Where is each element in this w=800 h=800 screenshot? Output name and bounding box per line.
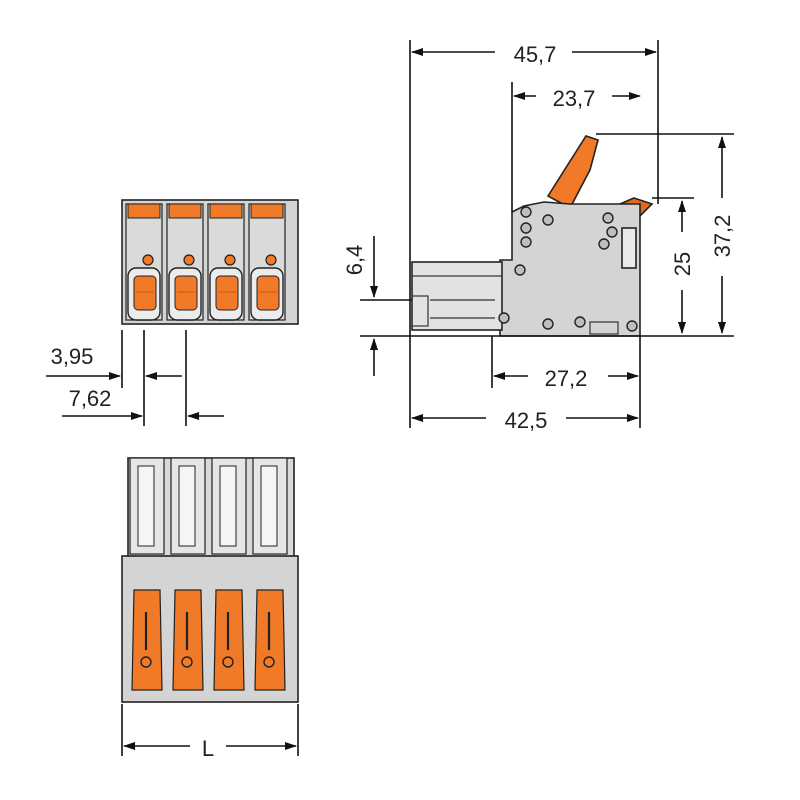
front-pole-lever <box>209 203 243 219</box>
front-pole-clamp <box>174 275 198 311</box>
top-pole-slot-inner <box>219 465 237 547</box>
top-pole-lever-hole <box>222 656 234 668</box>
front-pole-lever <box>168 203 202 219</box>
dim-label-42-5: 42,5 <box>505 408 548 433</box>
side-view-hole <box>598 238 610 250</box>
side-view-hole <box>626 320 638 332</box>
top-view-poles <box>129 457 288 691</box>
side-view-hole <box>606 226 618 238</box>
side-view-body <box>499 201 641 337</box>
dim-label-23-7: 23,7 <box>553 86 596 111</box>
front-pole-test-hole <box>183 254 195 266</box>
dim-label-25: 25 <box>670 252 695 276</box>
top-pole-lever-hole <box>140 656 152 668</box>
front-pole-clamp <box>215 275 239 311</box>
front-pole-clamp <box>133 275 157 311</box>
side-view-latch <box>621 227 637 269</box>
side-view-hole <box>514 264 526 276</box>
top-view <box>121 457 299 703</box>
side-view-hole <box>520 222 532 234</box>
top-pole-lever-hole <box>263 656 275 668</box>
front-pole-lever <box>250 203 284 219</box>
side-view-hole <box>520 206 532 218</box>
front-pole-test-hole <box>265 254 277 266</box>
dim-label-45-7: 45,7 <box>514 42 557 67</box>
dim-label-3-95: 3,95 <box>51 344 94 369</box>
front-view <box>121 199 299 325</box>
top-pole-slot-inner <box>260 465 278 547</box>
top-pole-lever-hole <box>181 656 193 668</box>
top-pole-slot-inner <box>178 465 196 547</box>
front-pole-test-hole <box>224 254 236 266</box>
side-view-hole <box>602 212 614 224</box>
top-pole-slot-inner <box>137 465 155 547</box>
side-view-hole <box>542 214 554 226</box>
dim-label-37-2: 37,2 <box>710 215 735 258</box>
side-view-foot <box>589 321 619 335</box>
dimension-lines: 45,7 23,7 37,2 25 6,4 27,2 42,5 3,95 7,6 <box>46 40 735 761</box>
front-pole-clamp <box>256 275 280 311</box>
dim-label-27-2: 27,2 <box>545 366 588 391</box>
front-pole-test-hole <box>142 254 154 266</box>
side-view-hole <box>574 316 586 328</box>
side-view-hole <box>542 318 554 330</box>
side-view-hole <box>498 312 510 324</box>
side-view-lever <box>546 135 599 210</box>
front-view-poles <box>125 203 286 321</box>
dim-label-7-62: 7,62 <box>69 386 112 411</box>
dim-label-6-4: 6,4 <box>342 245 367 276</box>
dim-label-L: L <box>202 736 214 761</box>
side-view-holes <box>498 206 638 332</box>
pin-header-top-rail <box>411 261 503 277</box>
front-pole-lever <box>127 203 161 219</box>
side-view <box>411 135 654 337</box>
pin-header-notch <box>411 295 429 327</box>
side-view-hole <box>520 236 532 248</box>
